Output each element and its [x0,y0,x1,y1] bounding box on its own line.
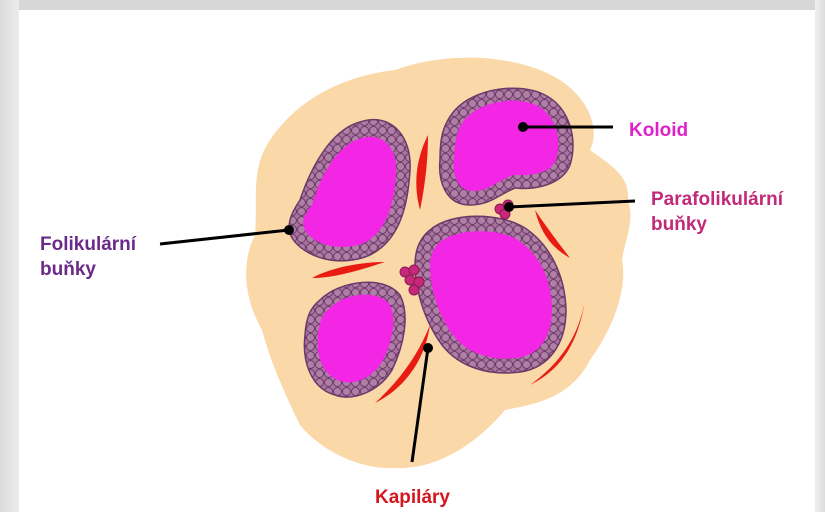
label-kapilary: Kapiláry [375,485,450,510]
label-folikularni-bunky: Folikulární buňky [40,232,136,282]
label-kapilary-text: Kapiláry [375,485,450,510]
label-parafolikularni-bunky: Parafolikulární buňky [651,187,783,237]
label-folikularni-line2: buňky [40,257,136,282]
label-koloid-text: Koloid [629,118,688,143]
label-parafolikularni-line2: buňky [651,212,783,237]
label-folikularni-line1: Folikulární [40,232,136,257]
label-koloid: Koloid [629,118,688,143]
label-parafolikularni-line1: Parafolikulární [651,187,783,212]
